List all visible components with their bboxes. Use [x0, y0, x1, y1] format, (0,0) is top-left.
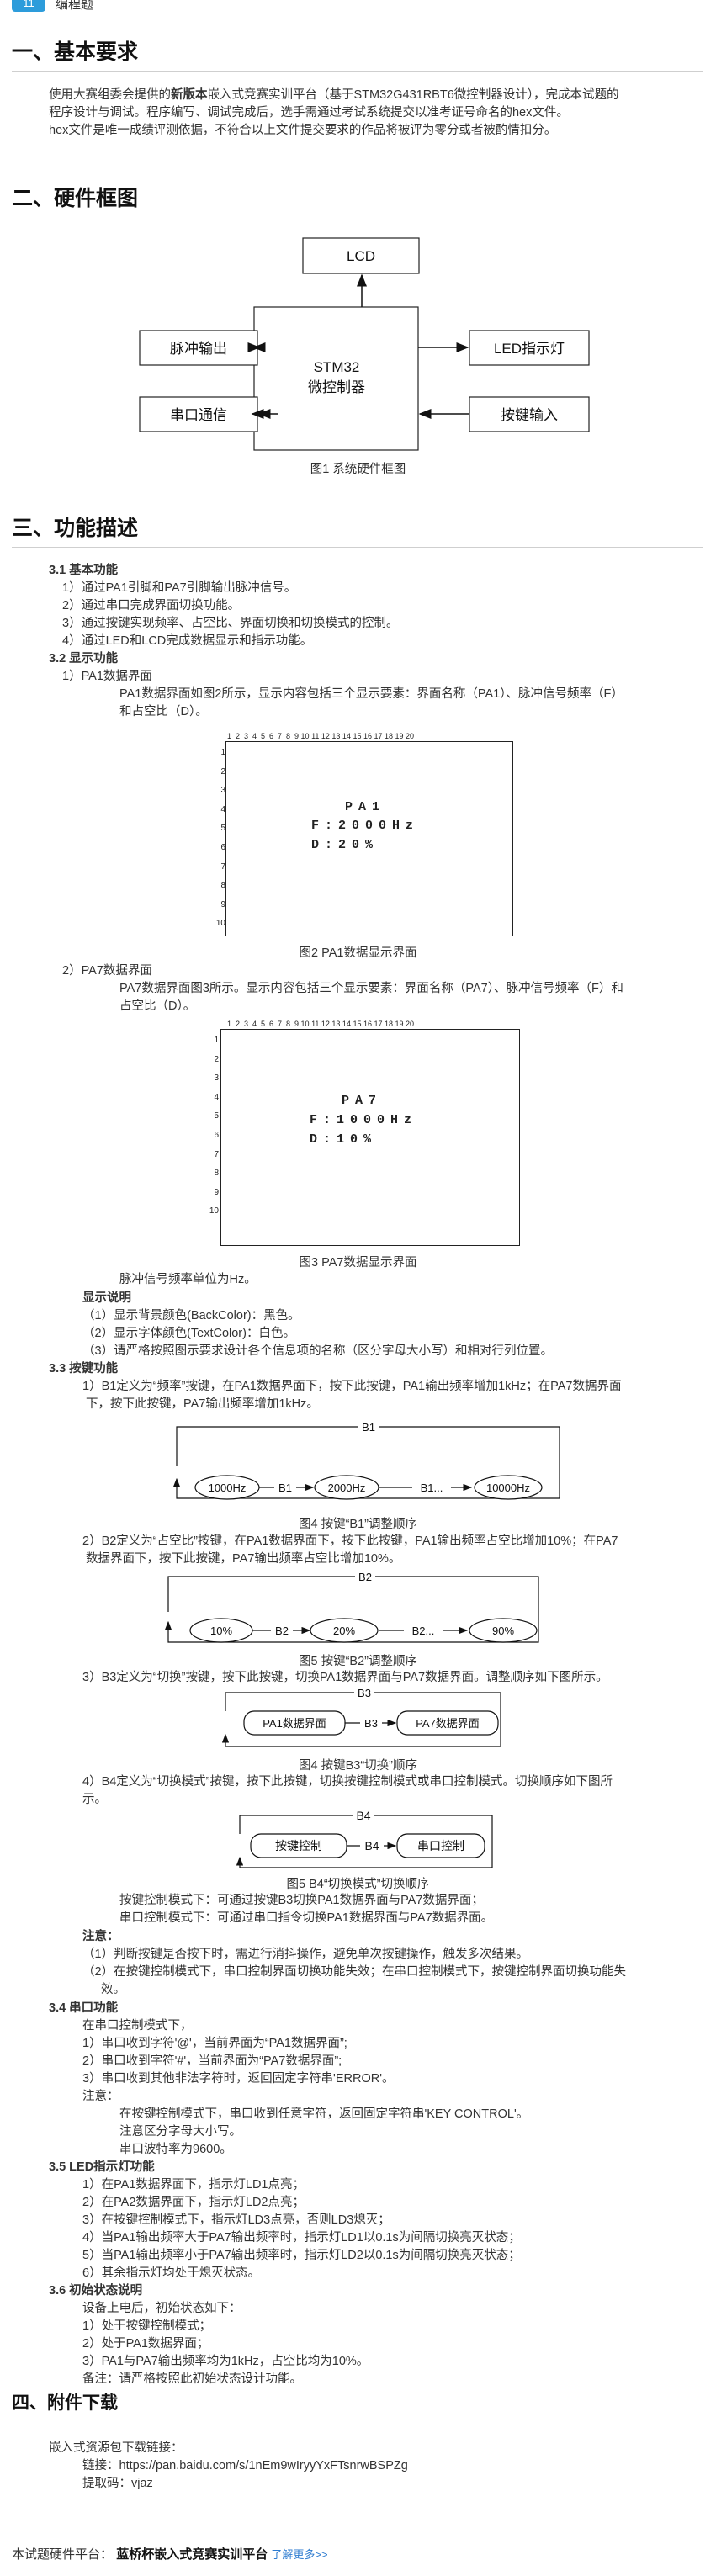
key-input-label: 按键输入 [501, 407, 558, 423]
attachment-link[interactable]: 链接：https://pan.baidu.com/s/1nEm9wIryyYxF… [82, 2459, 408, 2473]
pa1-screen-line-3: D:20% [311, 838, 379, 852]
pa7-screen-title: 2）PA7数据界面 [62, 964, 152, 978]
figure-6-caption: 图4 按键B3“切换”顺序 [299, 1759, 417, 1773]
b2-sequence-diagram: B2 10% B2 20% B2... 90% [164, 1570, 539, 1643]
uart-notes: 在按键控制模式下，串口收到任意字符，返回固定字符串'KEY CONTROL'。 … [119, 2107, 529, 2156]
mcu-label-1: STM32 [314, 359, 360, 375]
display-notes-title: 显示说明 [82, 1291, 131, 1305]
lcd-label: LCD [347, 248, 375, 264]
figure-7-caption: 图5 B4“切换模式”切换顺序 [286, 1878, 430, 1891]
figure-3-caption: 图3 PA7数据显示界面 [299, 1256, 417, 1269]
seq-node: PA7数据界面 [416, 1717, 480, 1730]
section-2-title: 二、硬件框图 [12, 187, 139, 210]
figure-2-caption: 图2 PA1数据显示界面 [299, 946, 417, 960]
led-label: LED指示灯 [494, 341, 565, 357]
subsection-3-1-title: 3.1 基本功能 [49, 564, 119, 577]
figure-1-caption: 图1 系统硬件框图 [310, 463, 406, 476]
basic-function-list: 1）通过PA1引脚和PA7引脚输出脉冲信号。 2）通过串口完成界面切换功能。 3… [62, 581, 399, 648]
mcu-label-2: 微控制器 [308, 379, 365, 395]
b2-desc: 2）B2定义为“占空比”按键，在PA1数据界面下，按下此按键，PA1输出频率占空… [82, 1534, 618, 1566]
question-type-label: 编程题 [56, 0, 94, 12]
seq-node: PA1数据界面 [263, 1717, 326, 1730]
column-ticks: 1 2 3 4 5 6 7 8 9 10 11 12 13 14 15 16 1… [227, 1020, 415, 1028]
notes-list: （1）判断按键是否按下时，需进行消抖操作，避免单次按键操作，触发多次结果。 （2… [82, 1948, 627, 1996]
subsection-3-6-title: 3.6 初始状态说明 [49, 2284, 143, 2298]
notes-title: 注意： [82, 1930, 119, 1943]
b3-desc: 3）B3定义为“切换”按键，按下此按键，切换PA1数据界面与PA7数据界面。调整… [82, 1671, 608, 1684]
pa7-lcd-screen [220, 1029, 520, 1246]
section-3-title: 三、功能描述 [12, 517, 139, 540]
attachment-label: 嵌入式资源包下载链接： [49, 2441, 183, 2455]
b3-loop-label: B3 [358, 1687, 371, 1699]
subsection-3-5-title: 3.5 LED指示灯功能 [49, 2160, 155, 2174]
uart-label: 串口通信 [170, 407, 227, 423]
seq-node: 90% [492, 1625, 514, 1637]
uart-function-list: 在串口控制模式下， 1）串口收到字符'@'，当前界面为“PA1数据界面”; 2）… [82, 2019, 395, 2103]
divider [12, 71, 703, 72]
question-number-badge: 11 [12, 0, 45, 12]
seq-arrow-label: B4 [364, 1839, 379, 1852]
seq-arrow-label: B1... [421, 1481, 443, 1494]
divider [12, 547, 703, 548]
seq-node: 按键控制 [275, 1839, 322, 1852]
learn-more-link[interactable]: 了解更多>> [271, 2548, 328, 2561]
seq-node: 1000Hz [209, 1481, 247, 1494]
extract-code: 提取码：vjaz [82, 2477, 153, 2490]
section-1-title: 一、基本要求 [12, 40, 139, 64]
pa7-screen-line-3: D:10% [310, 1132, 378, 1147]
mode-notes: 按键控制模式下：可通过按键B3切换PA1数据界面与PA7数据界面； 串口控制模式… [119, 1894, 494, 1925]
subsection-3-2-title: 3.2 显示功能 [49, 652, 119, 665]
b1-loop-label: B1 [362, 1421, 375, 1434]
hardware-block-diagram: LCD STM32 微控制器 脉冲输出 LED指示灯 串口通信 按键输入 [139, 237, 590, 451]
seq-node: 串口控制 [417, 1839, 464, 1852]
seq-arrow-label: B1 [278, 1481, 292, 1494]
pa1-screen-line-2: F:2000Hz [311, 819, 420, 833]
led-function-list: 1）在PA1数据界面下，指示灯LD1点亮； 2）在PA2数据界面下，指示灯LD2… [82, 2178, 521, 2280]
b2-loop-label: B2 [358, 1571, 372, 1583]
seq-arrow-label: B2 [275, 1625, 289, 1637]
footer-prefix: 本试题硬件平台： [12, 2547, 114, 2562]
seq-node: 10% [210, 1625, 232, 1637]
seq-node: 20% [333, 1625, 355, 1637]
column-ticks: 1 2 3 4 5 6 7 8 9 10 11 12 13 14 15 16 1… [227, 732, 415, 740]
subsection-3-4-title: 3.4 串口功能 [49, 2001, 119, 2015]
b1-sequence-diagram: B1 1000Hz B1 2000Hz B1... 10000Hz [172, 1420, 560, 1500]
footer-platform: 蓝桥杯嵌入式竞赛实训平台 [116, 2547, 268, 2562]
pa1-lcd-screen [225, 741, 513, 936]
b3-switch-diagram: B3 PA1数据界面 B3 PA7数据界面 [221, 1686, 501, 1747]
b1-desc: 1）B1定义为“频率”按键，在PA1数据界面下，按下此按键，PA1输出频率增加1… [82, 1380, 622, 1411]
seq-node: 2000Hz [328, 1481, 366, 1494]
pa1-screen-title: 1）PA1数据界面 [62, 670, 152, 683]
init-state-list: 设备上电后，初始状态如下： 1）处于按键控制模式； 2）处于PA1数据界面； 3… [82, 2302, 369, 2386]
section-4-title: 四、附件下载 [12, 2393, 118, 2413]
pulse-output-label: 脉冲输出 [170, 341, 227, 357]
b4-desc: 4）B4定义为“切换模式”按键，按下此按键，切换按键控制模式或串口控制模式。切换… [82, 1775, 613, 1806]
footer: 本试题硬件平台： 蓝桥杯嵌入式竞赛实训平台 了解更多>> [12, 2545, 328, 2563]
figure-5-caption: 图5 按键“B2”调整顺序 [299, 1655, 417, 1668]
pa7-screen-line-1: PA7 [342, 1094, 383, 1108]
freq-unit-note: 脉冲信号频率单位为Hz。 [119, 1273, 257, 1286]
display-notes-list: （1）显示背景颜色(BackColor)：黑色。 （2）显示字体颜色(TextC… [82, 1309, 554, 1358]
b4-loop-label: B4 [356, 1809, 370, 1822]
b4-mode-diagram: B4 按键控制 B4 串口控制 [236, 1809, 493, 1868]
section-1-paragraph: 使用大赛组委会提供的新版本嵌入式竞赛实训平台（基于STM32G431RBT6微控… [49, 88, 619, 137]
seq-arrow-label: B3 [364, 1717, 378, 1730]
figure-4-caption: 图4 按键“B1”调整顺序 [299, 1518, 417, 1531]
pa1-screen-desc: PA1数据界面如图2所示，显示内容包括三个显示要素：界面名称（PA1）、脉冲信号… [119, 687, 623, 718]
pa7-screen-desc: PA7数据界面图3所示。显示内容包括三个显示要素：界面名称（PA7）、脉冲信号频… [119, 982, 623, 1013]
subsection-3-3-title: 3.3 按键功能 [49, 1362, 119, 1375]
pa1-screen-line-1: PA1 [345, 800, 386, 814]
pa7-screen-line-2: F:1000Hz [310, 1113, 418, 1127]
seq-node: 10000Hz [486, 1481, 530, 1494]
seq-arrow-label: B2... [412, 1625, 435, 1637]
